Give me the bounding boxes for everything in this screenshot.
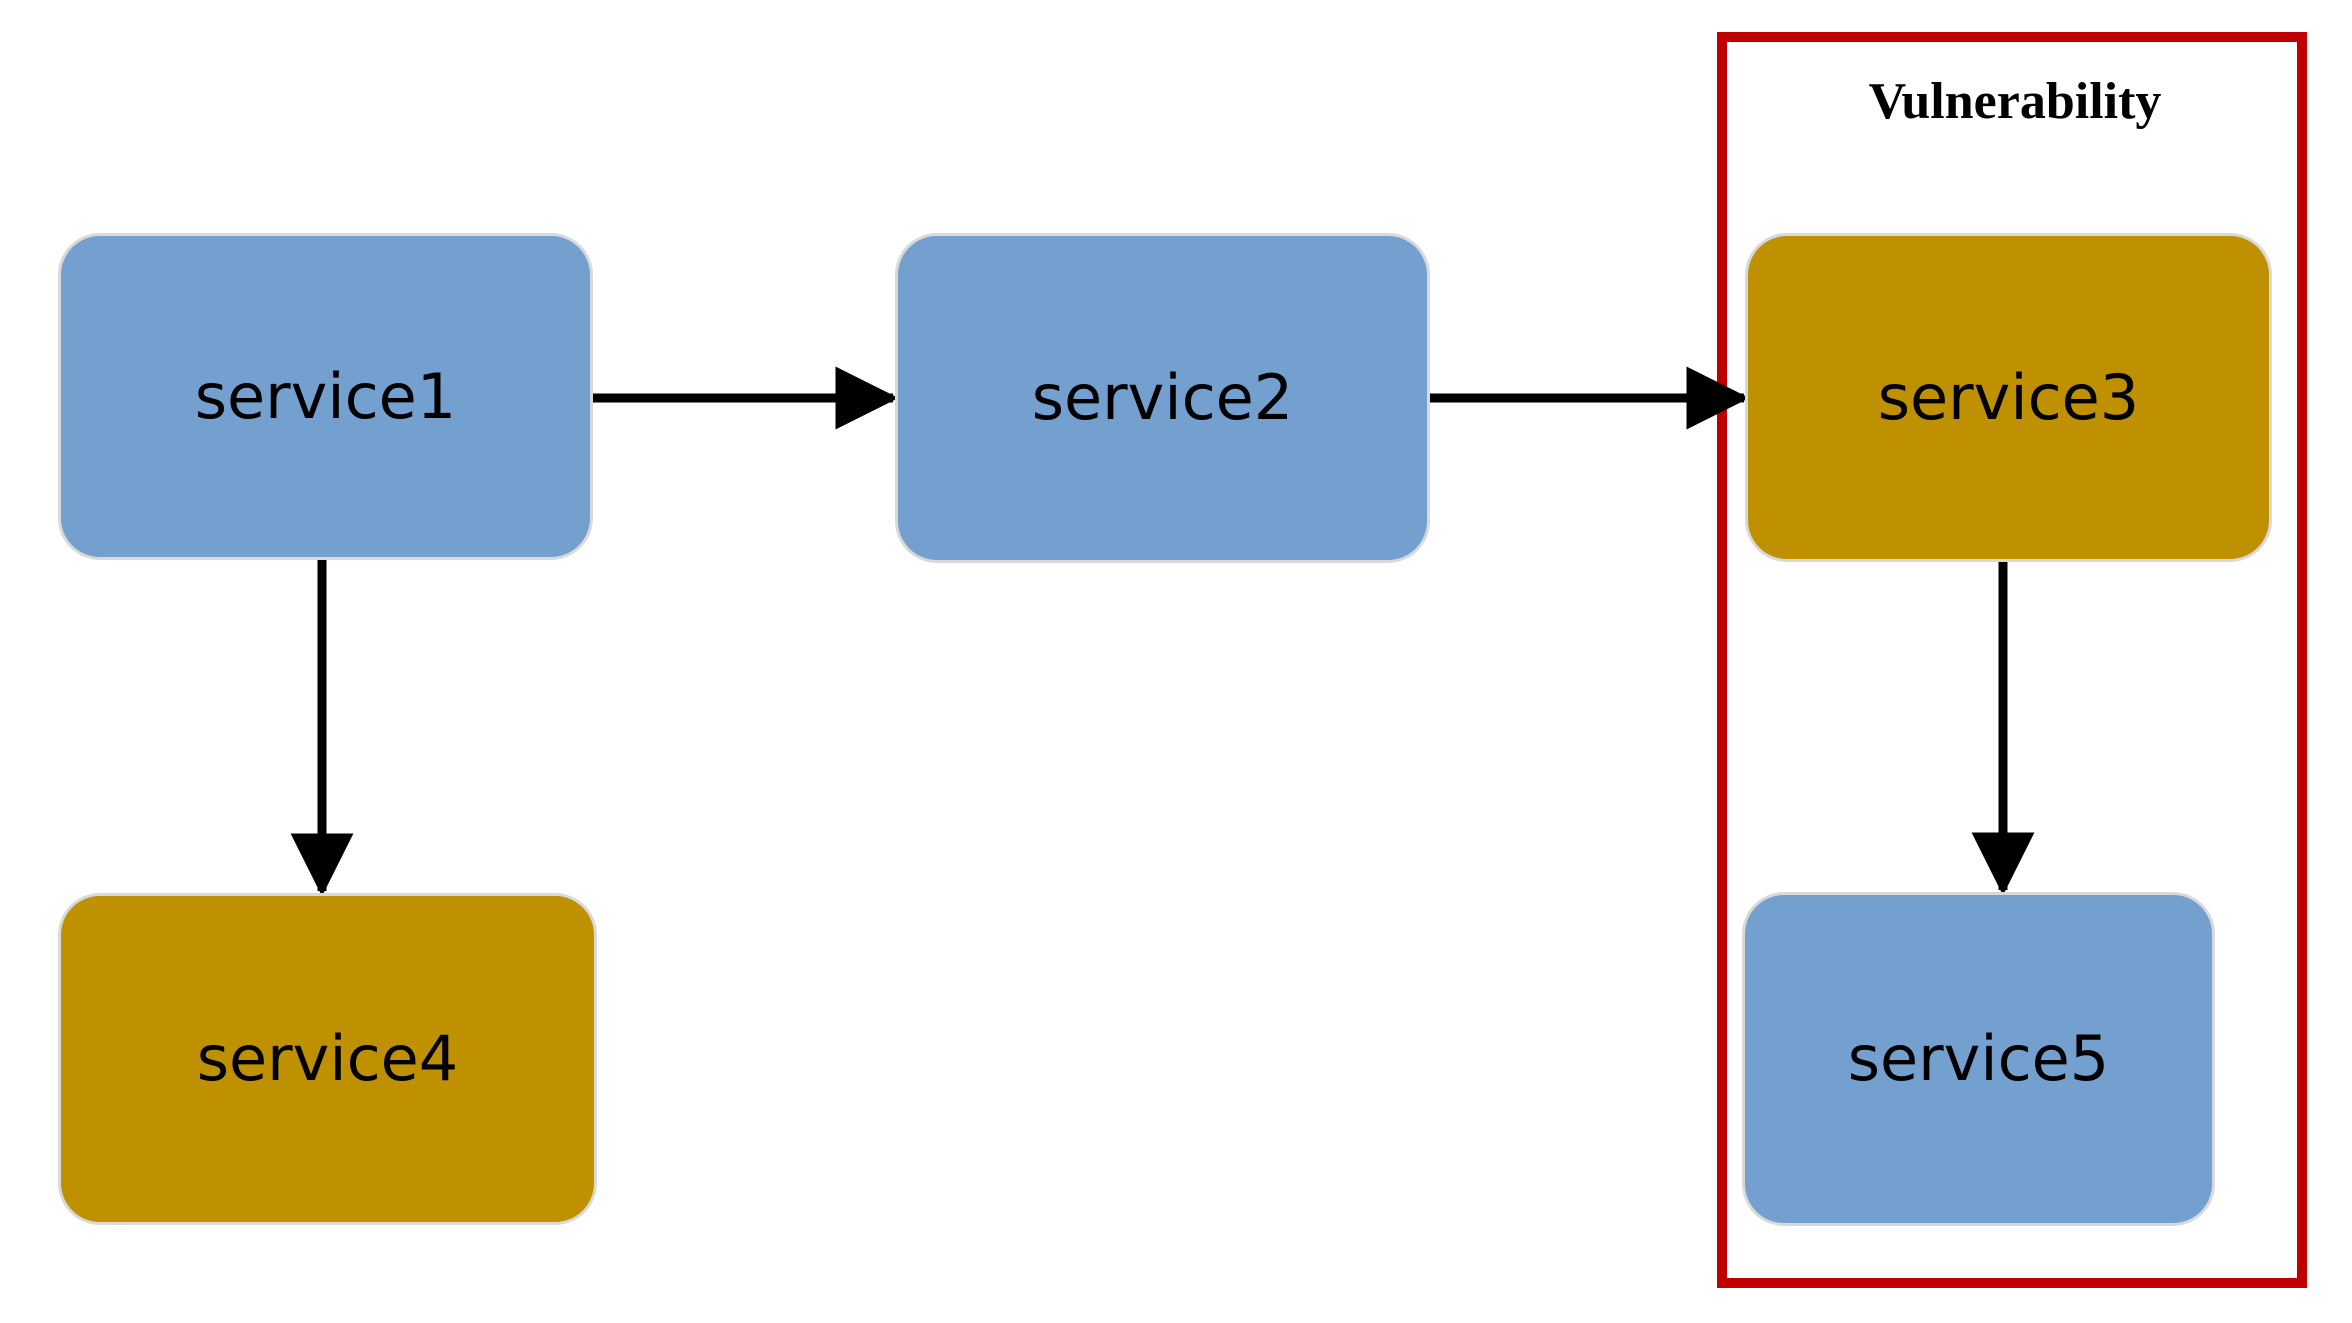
node-service3[interactable]: service3 [1745, 233, 2272, 562]
node-label-service4: service4 [196, 1022, 459, 1095]
node-service5[interactable]: service5 [1742, 892, 2215, 1226]
node-service2[interactable]: service2 [895, 233, 1430, 563]
vulnerability-group-label: Vulnerability [1868, 73, 2162, 130]
node-service4[interactable]: service4 [58, 893, 597, 1225]
node-label-service2: service2 [1031, 361, 1294, 434]
node-label-service5: service5 [1847, 1022, 2110, 1095]
vulnerability-group-box[interactable] [1717, 32, 2307, 1288]
node-label-service3: service3 [1877, 360, 2140, 434]
node-label-service1: service1 [194, 359, 457, 433]
node-service1[interactable]: service1 [58, 233, 593, 560]
